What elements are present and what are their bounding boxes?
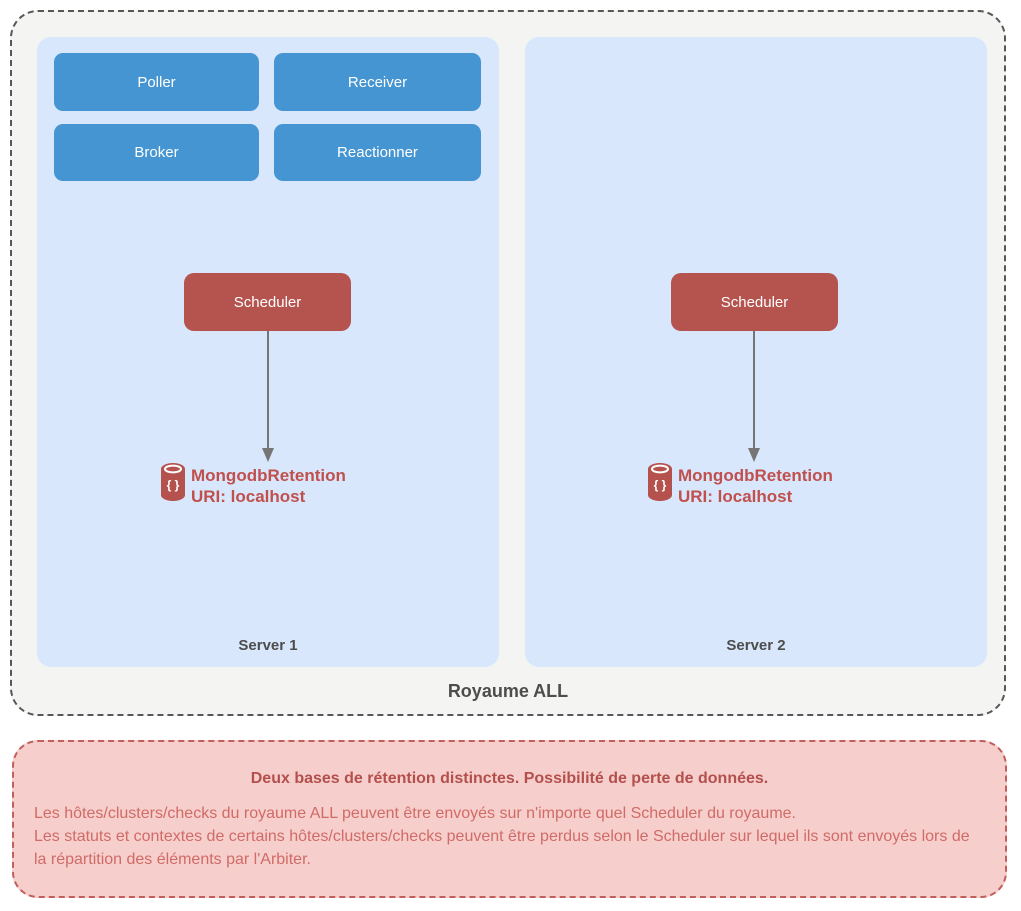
server-1-panel: Poller Receiver Broker Reactionner Sched… (37, 37, 499, 667)
warning-title: Deux bases de rétention distinctes. Poss… (250, 770, 769, 787)
scheduler-to-db-arrow-1 (262, 331, 274, 462)
scheduler-node-server-1: Scheduler (184, 273, 351, 331)
component-node-reactionner: Reactionner (274, 124, 481, 181)
server-2-label: Server 2 (726, 637, 786, 654)
database-name-label: MongodbRetention (191, 466, 346, 485)
database-node-server-2: { } MongodbRetention URI: localhost (647, 462, 833, 507)
warning-body: Les hôtes/clusters/checks du royaume ALL… (34, 802, 975, 871)
database-uri-label: URI: localhost (678, 487, 793, 506)
warning-paragraph: Les hôtes/clusters/checks du royaume ALL… (34, 805, 796, 822)
database-name-label: MongodbRetention (678, 466, 833, 485)
component-node-poller: Poller (54, 53, 259, 111)
database-uri-label: URI: localhost (191, 487, 306, 506)
database-braces-glyph: { } (167, 478, 180, 492)
component-node-broker: Broker (54, 124, 259, 181)
scheduler-node-server-2: Scheduler (671, 273, 838, 331)
database-icon: { } (648, 463, 672, 501)
database-icon: { } (161, 463, 185, 501)
scheduler-to-db-arrow-2 (748, 331, 760, 462)
warning-box: Deux bases de rétention distinctes. Poss… (12, 740, 1007, 898)
royaume-all-label: Royaume ALL (447, 681, 569, 701)
component-node-receiver: Receiver (274, 53, 481, 111)
server-1-label: Server 1 (238, 637, 298, 654)
database-node-server-1: { } MongodbRetention URI: localhost (160, 462, 346, 507)
royaume-all-container: Poller Receiver Broker Reactionner Sched… (10, 10, 1006, 716)
server-2-panel: Scheduler { } MongodbRetention URI: loca… (525, 37, 987, 667)
database-braces-glyph: { } (654, 478, 667, 492)
warning-paragraph: Les statuts et contextes de certains hôt… (34, 828, 970, 868)
